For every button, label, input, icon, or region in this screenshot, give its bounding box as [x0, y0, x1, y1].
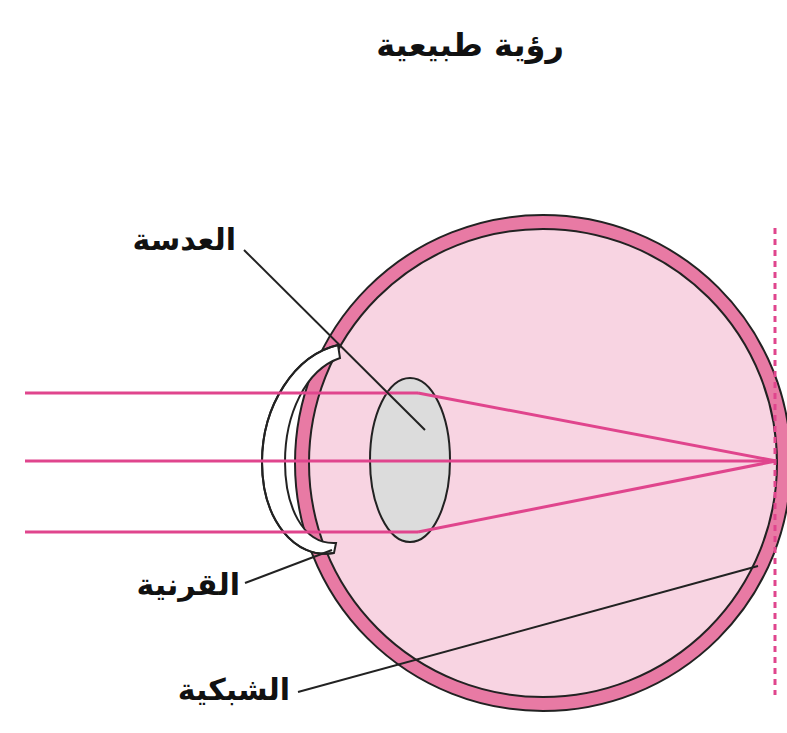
- cornea-outline: [262, 345, 338, 554]
- eye-wall: [295, 215, 787, 711]
- part-label: العدسة: [132, 222, 236, 258]
- leader-lines: [244, 250, 758, 692]
- part-label: القرنية: [136, 567, 240, 603]
- light-rays: [25, 393, 776, 532]
- eye-interior: [309, 229, 777, 697]
- diagram-title: رؤية طبيعية: [376, 26, 564, 64]
- part-label: الشبكية: [178, 672, 290, 708]
- cornea: [262, 345, 340, 554]
